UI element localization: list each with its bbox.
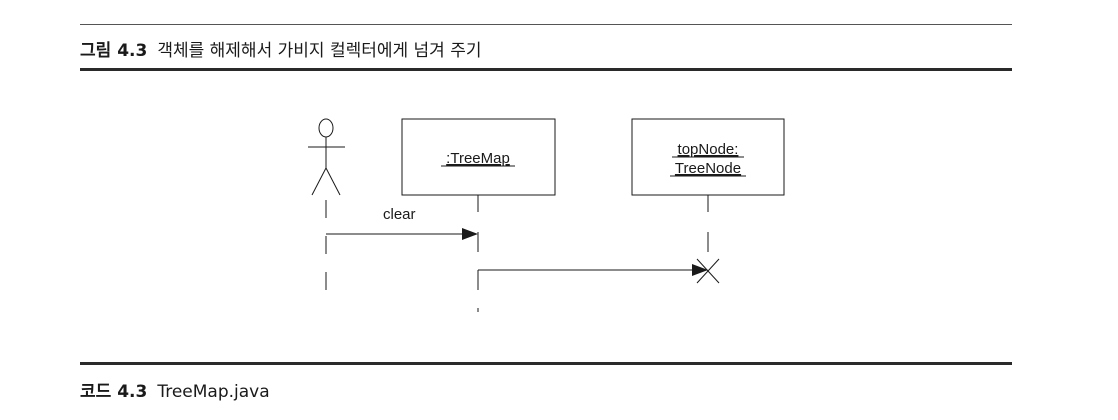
actor-figure	[308, 118, 345, 196]
code-number: 코드 4.3	[80, 382, 148, 402]
treemap-object-box	[401, 118, 556, 196]
clear-message-arrowhead	[462, 228, 478, 240]
actor-right-leg	[325, 167, 341, 196]
clear-message-label: clear	[383, 206, 416, 223]
figure-caption: 그림 4.3 객체를 해제해서 가비지 컬렉터에게 넘겨 주기	[80, 36, 482, 61]
treenode-object-label-line2: TreeNode	[675, 160, 741, 177]
treemap-object-label: :TreeMap	[446, 150, 510, 167]
actor-left-leg	[311, 167, 327, 196]
figure-title: 객체를 해제해서 가비지 컬렉터에게 넘겨 주기	[157, 41, 482, 61]
caption-underline	[80, 68, 1012, 71]
code-caption: 코드 4.3 TreeMap.java	[80, 377, 270, 402]
top-rule	[80, 24, 1012, 25]
actor-head	[318, 118, 334, 138]
code-title: TreeMap.java	[157, 382, 270, 402]
treenode-object-label-line1: topNode:	[678, 141, 739, 158]
destroy-message-arrowhead	[692, 264, 708, 276]
destruction-x-marker	[696, 258, 720, 284]
code-rule	[80, 362, 1012, 365]
figure-number: 그림 4.3	[80, 41, 148, 61]
